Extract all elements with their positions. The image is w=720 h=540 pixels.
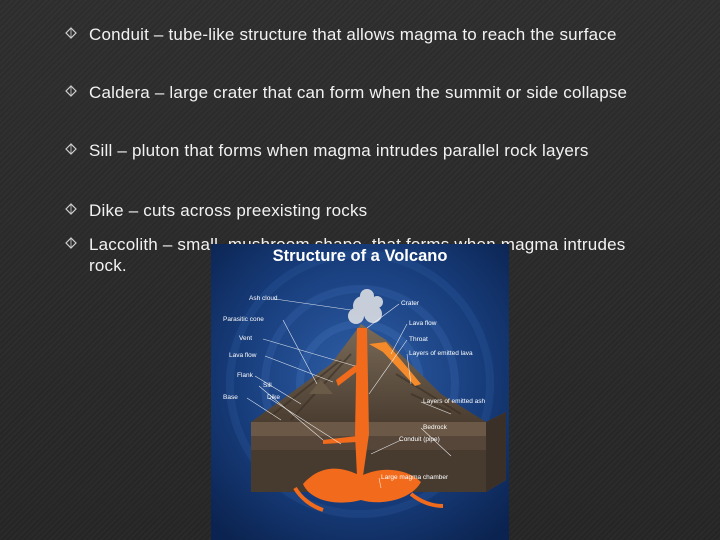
label-sill: Sill	[263, 382, 272, 389]
label-flank: Flank	[237, 372, 253, 379]
diamond-bullet-icon	[65, 237, 77, 249]
volcano-diagram: Structure of a Volcano Ash cloud Parasit…	[211, 244, 509, 540]
label-throat: Throat	[409, 336, 428, 343]
bullet-text: Dike – cuts across preexisting rocks	[89, 201, 368, 220]
label-layers-of-emitted-lava: Layers of emitted lava	[409, 350, 473, 357]
label-large-magma-chamber: Large magma chamber	[381, 474, 449, 481]
label-layers-of-emitted-ash: Layers of emitted ash	[423, 398, 486, 405]
bullet-conduit: Conduit – tube-like structure that allow…	[64, 24, 664, 45]
label-vent: Vent	[239, 335, 253, 342]
diamond-bullet-icon	[65, 143, 77, 155]
label-conduit-pipe: Conduit (pipe)	[399, 436, 440, 443]
label-bedrock: Bedrock	[423, 424, 447, 431]
diamond-bullet-icon	[65, 85, 77, 97]
bullet-dike: Dike – cuts across preexisting rocks	[64, 200, 664, 221]
label-ash-cloud: Ash cloud	[249, 295, 278, 302]
bullet-text: Sill – pluton that forms when magma intr…	[89, 141, 589, 160]
bullet-caldera: Caldera – large crater that can form whe…	[64, 82, 664, 103]
volcano-illustration	[211, 244, 509, 540]
label-crater: Crater	[401, 300, 420, 307]
label-parasitic-cone: Parasitic cone	[223, 316, 264, 323]
bullet-sill: Sill – pluton that forms when magma intr…	[64, 140, 664, 161]
label-lava-flow-right: Lava flow	[409, 320, 437, 327]
diamond-bullet-icon	[65, 27, 77, 39]
bullet-text: Conduit – tube-like structure that allow…	[89, 25, 617, 44]
diamond-bullet-icon	[65, 203, 77, 215]
label-dike: Dike	[267, 394, 281, 401]
label-lava-flow-left: Lava flow	[229, 352, 257, 359]
diagram-title: Structure of a Volcano	[272, 247, 448, 265]
label-base: Base	[223, 394, 238, 401]
bullet-text: Caldera – large crater that can form whe…	[89, 83, 628, 102]
